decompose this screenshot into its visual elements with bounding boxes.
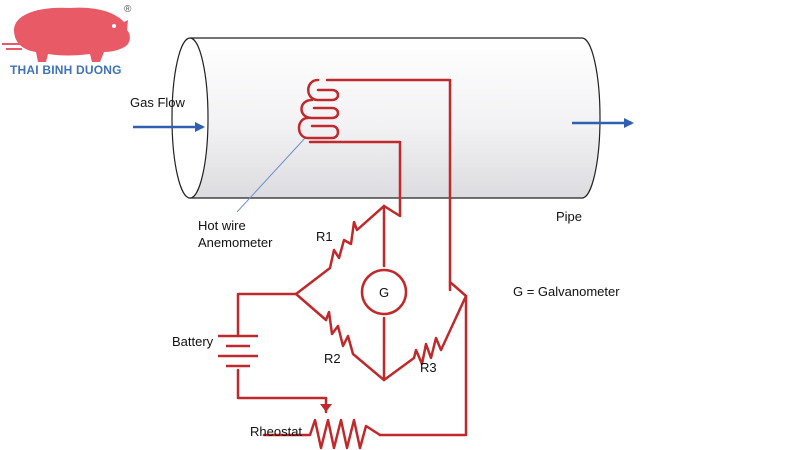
r1-resistor — [294, 204, 386, 296]
r2-label: R2 — [324, 351, 341, 366]
rheostat-slider-arrow — [320, 404, 332, 412]
logo-text: THAI BINH DUONG — [10, 63, 122, 77]
r3-resistor — [382, 280, 468, 382]
rheostat-label: Rheostat — [250, 424, 303, 439]
anemometer-label: Anemometer — [198, 235, 273, 250]
pipe-label: Pipe — [556, 209, 583, 224]
galvanometer-icon — [360, 268, 408, 316]
wheatstone-bridge — [294, 204, 468, 437]
galvanometer-legend: G = Galvanometer — [513, 284, 620, 299]
rheostat — [262, 418, 382, 450]
galvanometer-symbol: G — [379, 285, 390, 300]
pipe — [171, 37, 601, 199]
r3-label: R3 — [420, 360, 437, 375]
hot-wire-pointer-line — [236, 136, 307, 213]
battery-icon — [218, 334, 258, 368]
logo-registered-mark: ® — [124, 4, 132, 15]
battery-label: Battery — [172, 334, 214, 349]
logo-pig-icon — [2, 7, 130, 62]
battery-circuit — [236, 292, 328, 414]
hot-wire-coil — [297, 78, 452, 292]
gas-flow-label: Gas Flow — [130, 95, 185, 110]
hot-wire-label: Hot wire — [198, 218, 246, 233]
r2-resistor — [294, 292, 386, 382]
r1-label: R1 — [316, 229, 333, 244]
